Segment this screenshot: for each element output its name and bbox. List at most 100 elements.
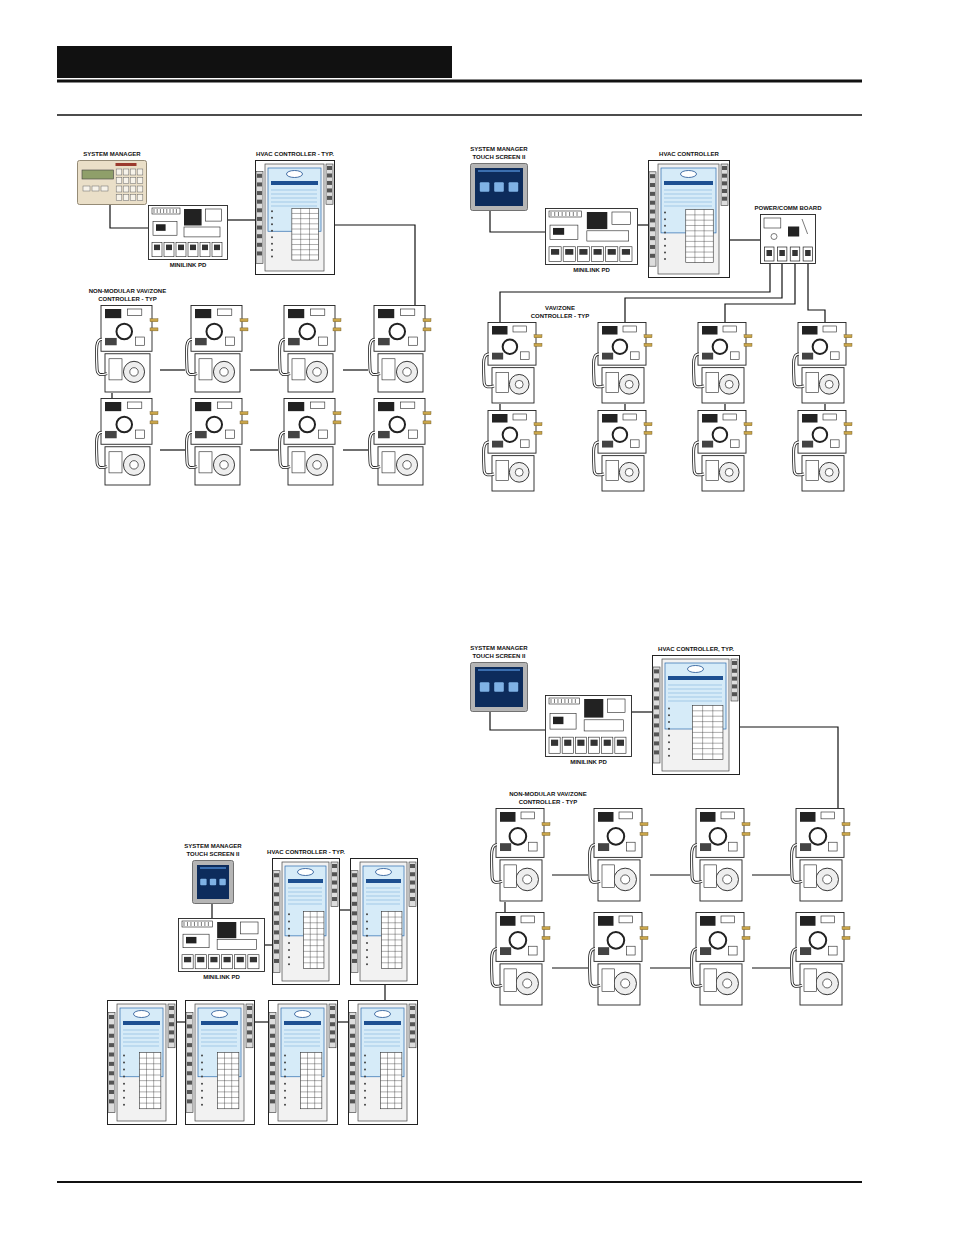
actuator-gear <box>199 452 212 473</box>
trace <box>802 219 808 234</box>
terminal-screw <box>178 245 184 251</box>
comm-wire <box>638 224 648 225</box>
terminal <box>332 897 337 901</box>
comm-wire <box>725 264 795 322</box>
tubing <box>794 442 804 475</box>
terminal <box>247 1014 252 1018</box>
terminal <box>109 1053 114 1057</box>
device-illustration <box>690 808 752 902</box>
print-line <box>668 689 722 690</box>
pressure-fitting <box>640 832 648 835</box>
terminal <box>169 1039 174 1043</box>
terminal-screw <box>551 249 559 255</box>
table-rule <box>300 1069 322 1070</box>
terminal-block <box>188 242 198 256</box>
vav-controller <box>792 410 854 492</box>
shaft-hole <box>825 468 833 476</box>
table-rule <box>303 928 324 929</box>
actuator-hub <box>509 374 529 394</box>
table-rule <box>292 229 319 230</box>
terminal <box>410 881 415 885</box>
shaft-hole <box>220 461 228 469</box>
tubing-core <box>594 354 604 387</box>
table-rule <box>380 1086 402 1087</box>
terminal <box>109 1071 114 1075</box>
table-rule <box>217 1097 239 1098</box>
table-rule <box>692 716 723 717</box>
section-rule <box>57 114 862 116</box>
table-rule <box>380 1103 402 1104</box>
device-label: MINILINK PD <box>169 262 208 270</box>
print-line <box>123 1046 159 1047</box>
comm-wire <box>650 967 690 968</box>
terminal <box>350 1099 355 1103</box>
device-illustration <box>652 655 740 775</box>
status-led <box>366 928 368 930</box>
shaft-hole <box>403 368 411 376</box>
screen-icon <box>200 879 206 885</box>
status-led <box>284 1097 286 1099</box>
port-pins <box>766 250 772 256</box>
pressure-fitting <box>333 319 341 322</box>
actuator-hub <box>816 868 839 891</box>
terminal <box>274 873 279 877</box>
key-button <box>137 186 143 192</box>
pin <box>561 699 562 703</box>
table-rule <box>217 1075 239 1076</box>
screen-icon <box>509 182 519 192</box>
connector <box>721 916 735 923</box>
component <box>830 352 839 360</box>
comm-wire <box>650 874 690 875</box>
device-illustration <box>368 305 433 393</box>
table-rule <box>303 951 324 952</box>
pin <box>170 209 171 213</box>
print-line <box>364 1046 400 1047</box>
status-led <box>123 1069 125 1071</box>
board-outline <box>546 696 632 757</box>
table-rule <box>292 249 319 250</box>
actuator-hub <box>516 868 539 891</box>
table-rule <box>692 727 723 728</box>
terminal <box>187 1081 192 1085</box>
status-led <box>271 223 273 225</box>
terminal <box>732 684 737 688</box>
pressure-fitting <box>742 936 750 939</box>
device-illustration <box>790 808 852 902</box>
terminal <box>187 1090 192 1094</box>
tubing-core <box>792 845 802 883</box>
table-rule <box>692 721 723 722</box>
terminal-screw <box>154 245 160 251</box>
actuator-body <box>378 447 423 485</box>
terminal-strip <box>246 1004 253 1048</box>
ic-chip <box>702 326 718 335</box>
terminal-screw <box>210 957 217 962</box>
device-illustration <box>545 695 632 757</box>
terminal <box>109 1043 114 1047</box>
comm-wire <box>808 264 825 322</box>
terminal <box>274 921 279 925</box>
print-line <box>284 1034 320 1035</box>
component <box>612 212 631 225</box>
logo-mark <box>298 869 314 876</box>
print-line <box>288 888 322 889</box>
terminal <box>187 1062 192 1066</box>
io-table <box>300 1053 322 1109</box>
actuator-gear <box>706 461 718 481</box>
print-line <box>366 888 400 889</box>
controller-housing <box>186 1001 255 1125</box>
controller-body <box>265 164 324 271</box>
terminal <box>187 1099 192 1103</box>
tubing <box>794 354 804 387</box>
terminal <box>330 1039 335 1043</box>
status-led <box>664 238 666 240</box>
table-rule <box>139 1063 161 1064</box>
status-led <box>366 935 368 937</box>
vav-controller <box>368 398 433 486</box>
controller-housing <box>273 859 340 985</box>
header-connector <box>152 208 180 214</box>
component <box>288 431 300 438</box>
component <box>828 946 837 955</box>
actuator-hub <box>816 972 839 995</box>
tubing-core <box>590 949 600 987</box>
table-rule <box>712 705 713 759</box>
